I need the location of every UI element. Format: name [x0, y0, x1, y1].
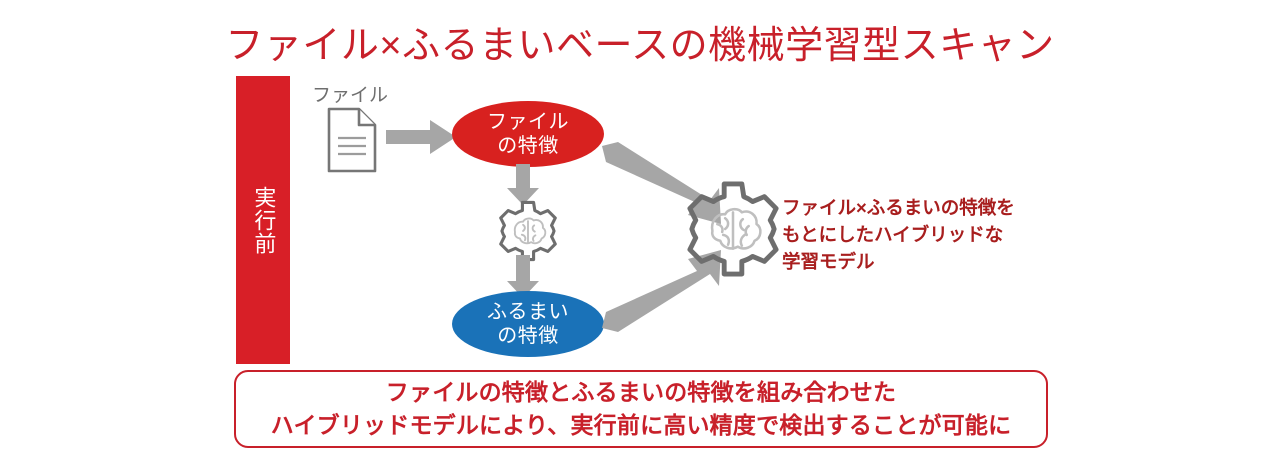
page-title: ファイル×ふるまいベースの機械学習型スキャン: [225, 25, 1055, 67]
gear-brain-icon-small: [499, 200, 557, 262]
arrow-file-to-file-feature-icon: [386, 120, 456, 154]
node-behavior-feature-line2: の特徴: [497, 325, 559, 347]
file-label: ファイル: [312, 85, 389, 106]
gear-brain-icon-large: [687, 181, 779, 277]
node-file-feature[interactable]: ファイル の特徴: [452, 101, 604, 167]
model-description-line1: ファイル×ふるまいの特徴を: [782, 197, 1015, 218]
arrow-file-feature-to-model-icon: [602, 142, 721, 224]
phase-band-label: 実行前: [251, 185, 277, 255]
node-behavior-feature-line1: ふるまい: [487, 300, 569, 323]
model-description-line2: もとにしたハイブリッドな: [782, 223, 1004, 245]
model-description: ファイル×ふるまいの特徴を もとにしたハイブリッドな 学習モデル: [782, 195, 1062, 275]
node-file-feature-line1: ファイル: [487, 110, 569, 133]
phase-band: 実行前: [236, 76, 290, 364]
arrow-behavior-feature-to-model-icon: [602, 250, 721, 332]
summary-line-1: ファイルの特徴とふるまいの特徴を組み合わせた: [385, 379, 897, 406]
arrow-gear-to-behavior-feature-icon: [507, 255, 539, 298]
document-icon: [327, 107, 377, 173]
summary-line-2: ハイブリッドモデルにより、実行前に高い精度で検出することが可能に: [270, 412, 1012, 438]
node-file-feature-line2: の特徴: [497, 135, 559, 157]
model-description-line3: 学習モデル: [782, 250, 875, 272]
summary-callout: ファイルの特徴とふるまいの特徴を組み合わせた ハイブリッドモデルにより、実行前に…: [234, 370, 1048, 448]
node-behavior-feature[interactable]: ふるまい の特徴: [452, 291, 604, 357]
arrow-file-feature-to-gear-icon: [507, 164, 539, 205]
